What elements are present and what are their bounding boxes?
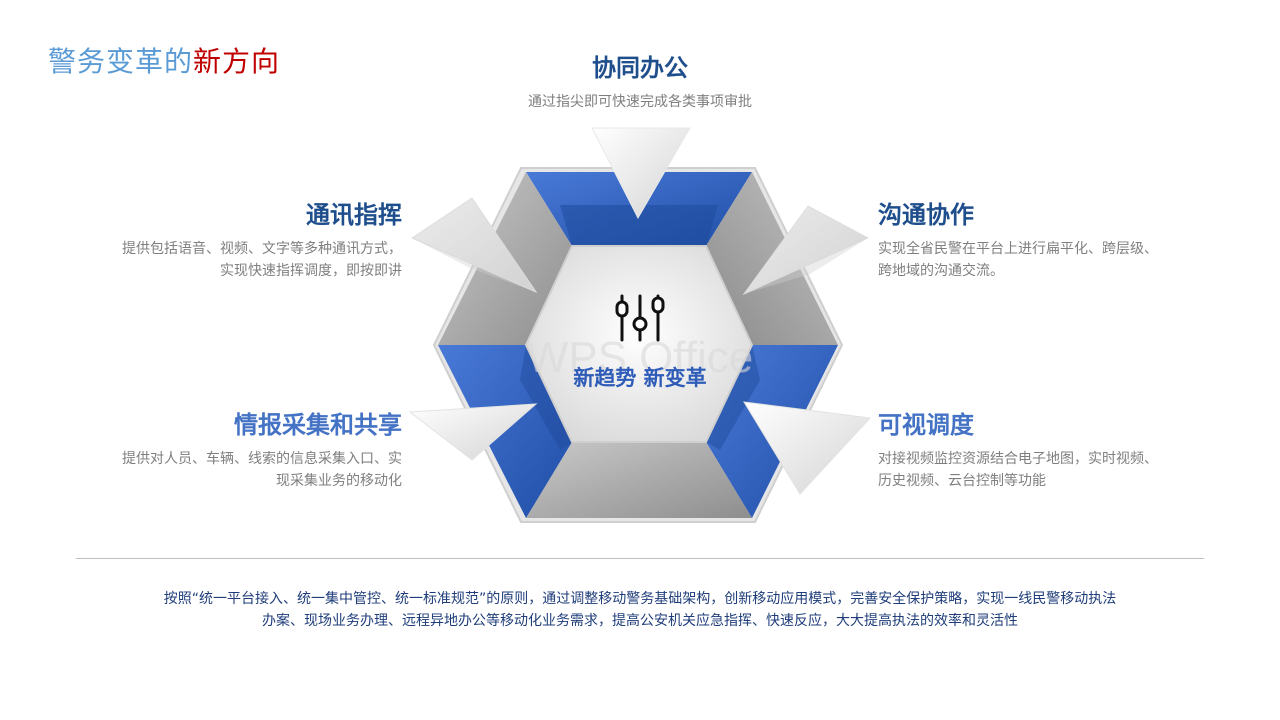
block-visual-dispatch: 可视调度 对接视频监控资源结合电子地图，实时视频、 历史视频、云台控制等功能 <box>878 410 1158 492</box>
heading-intel-collect: 情报采集和共享 <box>234 411 402 439</box>
heading-visual-dispatch: 可视调度 <box>878 411 974 439</box>
arrow-top-outline <box>591 127 691 220</box>
desc-comm-collab-1: 实现全省民警在平台上进行扁平化、跨层级、 <box>878 241 1158 257</box>
bevel-left <box>520 345 572 450</box>
page-title: 警务变革的新方向 <box>48 40 280 80</box>
center-label: 新趋势 新变革 <box>573 366 707 390</box>
arrow-bottom-right <box>743 401 872 495</box>
heading-comm-command: 通讯指挥 <box>306 201 402 229</box>
desc-visual-dispatch-2: 历史视频、云台控制等功能 <box>878 473 1046 489</box>
summary-line-1: 按照“统一平台接入、统一集中管控、统一标准规范”的原则，通过调整移动警务基础架构… <box>163 591 1117 607</box>
desc-intel-collect-2: 现采集业务的移动化 <box>276 473 402 489</box>
block-collab-office: 协同办公 通过指尖即可快速完成各类事项审批 <box>440 53 840 113</box>
title-part-2: 新方向 <box>193 45 281 78</box>
bevel-top <box>560 205 718 246</box>
arrow-top-left <box>410 197 538 294</box>
summary-text: 按照“统一平台接入、统一集中管控、统一标准规范”的原则，通过调整移动警务基础架构… <box>60 588 1220 632</box>
sliders-icon <box>615 294 665 342</box>
arrow-top-left-shadow <box>412 198 536 292</box>
block-intel-collect: 情报采集和共享 提供对人员、车辆、线索的信息采集入口、实 现采集业务的移动化 <box>122 410 402 492</box>
summary-line-2: 办案、现场业务办理、远程异地办公等移动化业务需求，提高公安机关应急指挥、快速反应… <box>262 613 1018 629</box>
heading-collab-office: 协同办公 <box>592 54 688 82</box>
title-part-1: 警务变革的 <box>48 45 194 78</box>
hexagon-inner <box>524 245 754 443</box>
arrow-top-right-shadow <box>744 206 868 294</box>
arrow-top <box>592 128 690 218</box>
bevel-right <box>706 345 760 450</box>
desc-intel-collect-1: 提供对人员、车辆、线索的信息采集入口、实 <box>122 451 402 467</box>
desc-comm-command-2: 实现快速指挥调度，即按即讲 <box>220 263 402 279</box>
block-comm-collab: 沟通协作 实现全省民警在平台上进行扁平化、跨层级、 跨地域的沟通交流。 <box>878 200 1158 282</box>
heading-comm-collab: 沟通协作 <box>878 201 974 229</box>
block-comm-command: 通讯指挥 提供包括语音、视频、文字等多种通讯方式， 实现快速指挥调度，即按即讲 <box>122 200 402 282</box>
desc-comm-collab-2: 跨地域的沟通交流。 <box>878 263 1004 279</box>
divider <box>76 558 1204 559</box>
desc-visual-dispatch-1: 对接视频监控资源结合电子地图，实时视频、 <box>878 451 1158 467</box>
face-bottom <box>526 442 752 518</box>
desc-comm-command-1: 提供包括语音、视频、文字等多种通讯方式， <box>122 241 402 257</box>
arrow-top-right <box>742 205 870 296</box>
desc-collab-office: 通过指尖即可快速完成各类事项审批 <box>528 94 752 110</box>
arrow-bottom-left <box>408 403 538 461</box>
